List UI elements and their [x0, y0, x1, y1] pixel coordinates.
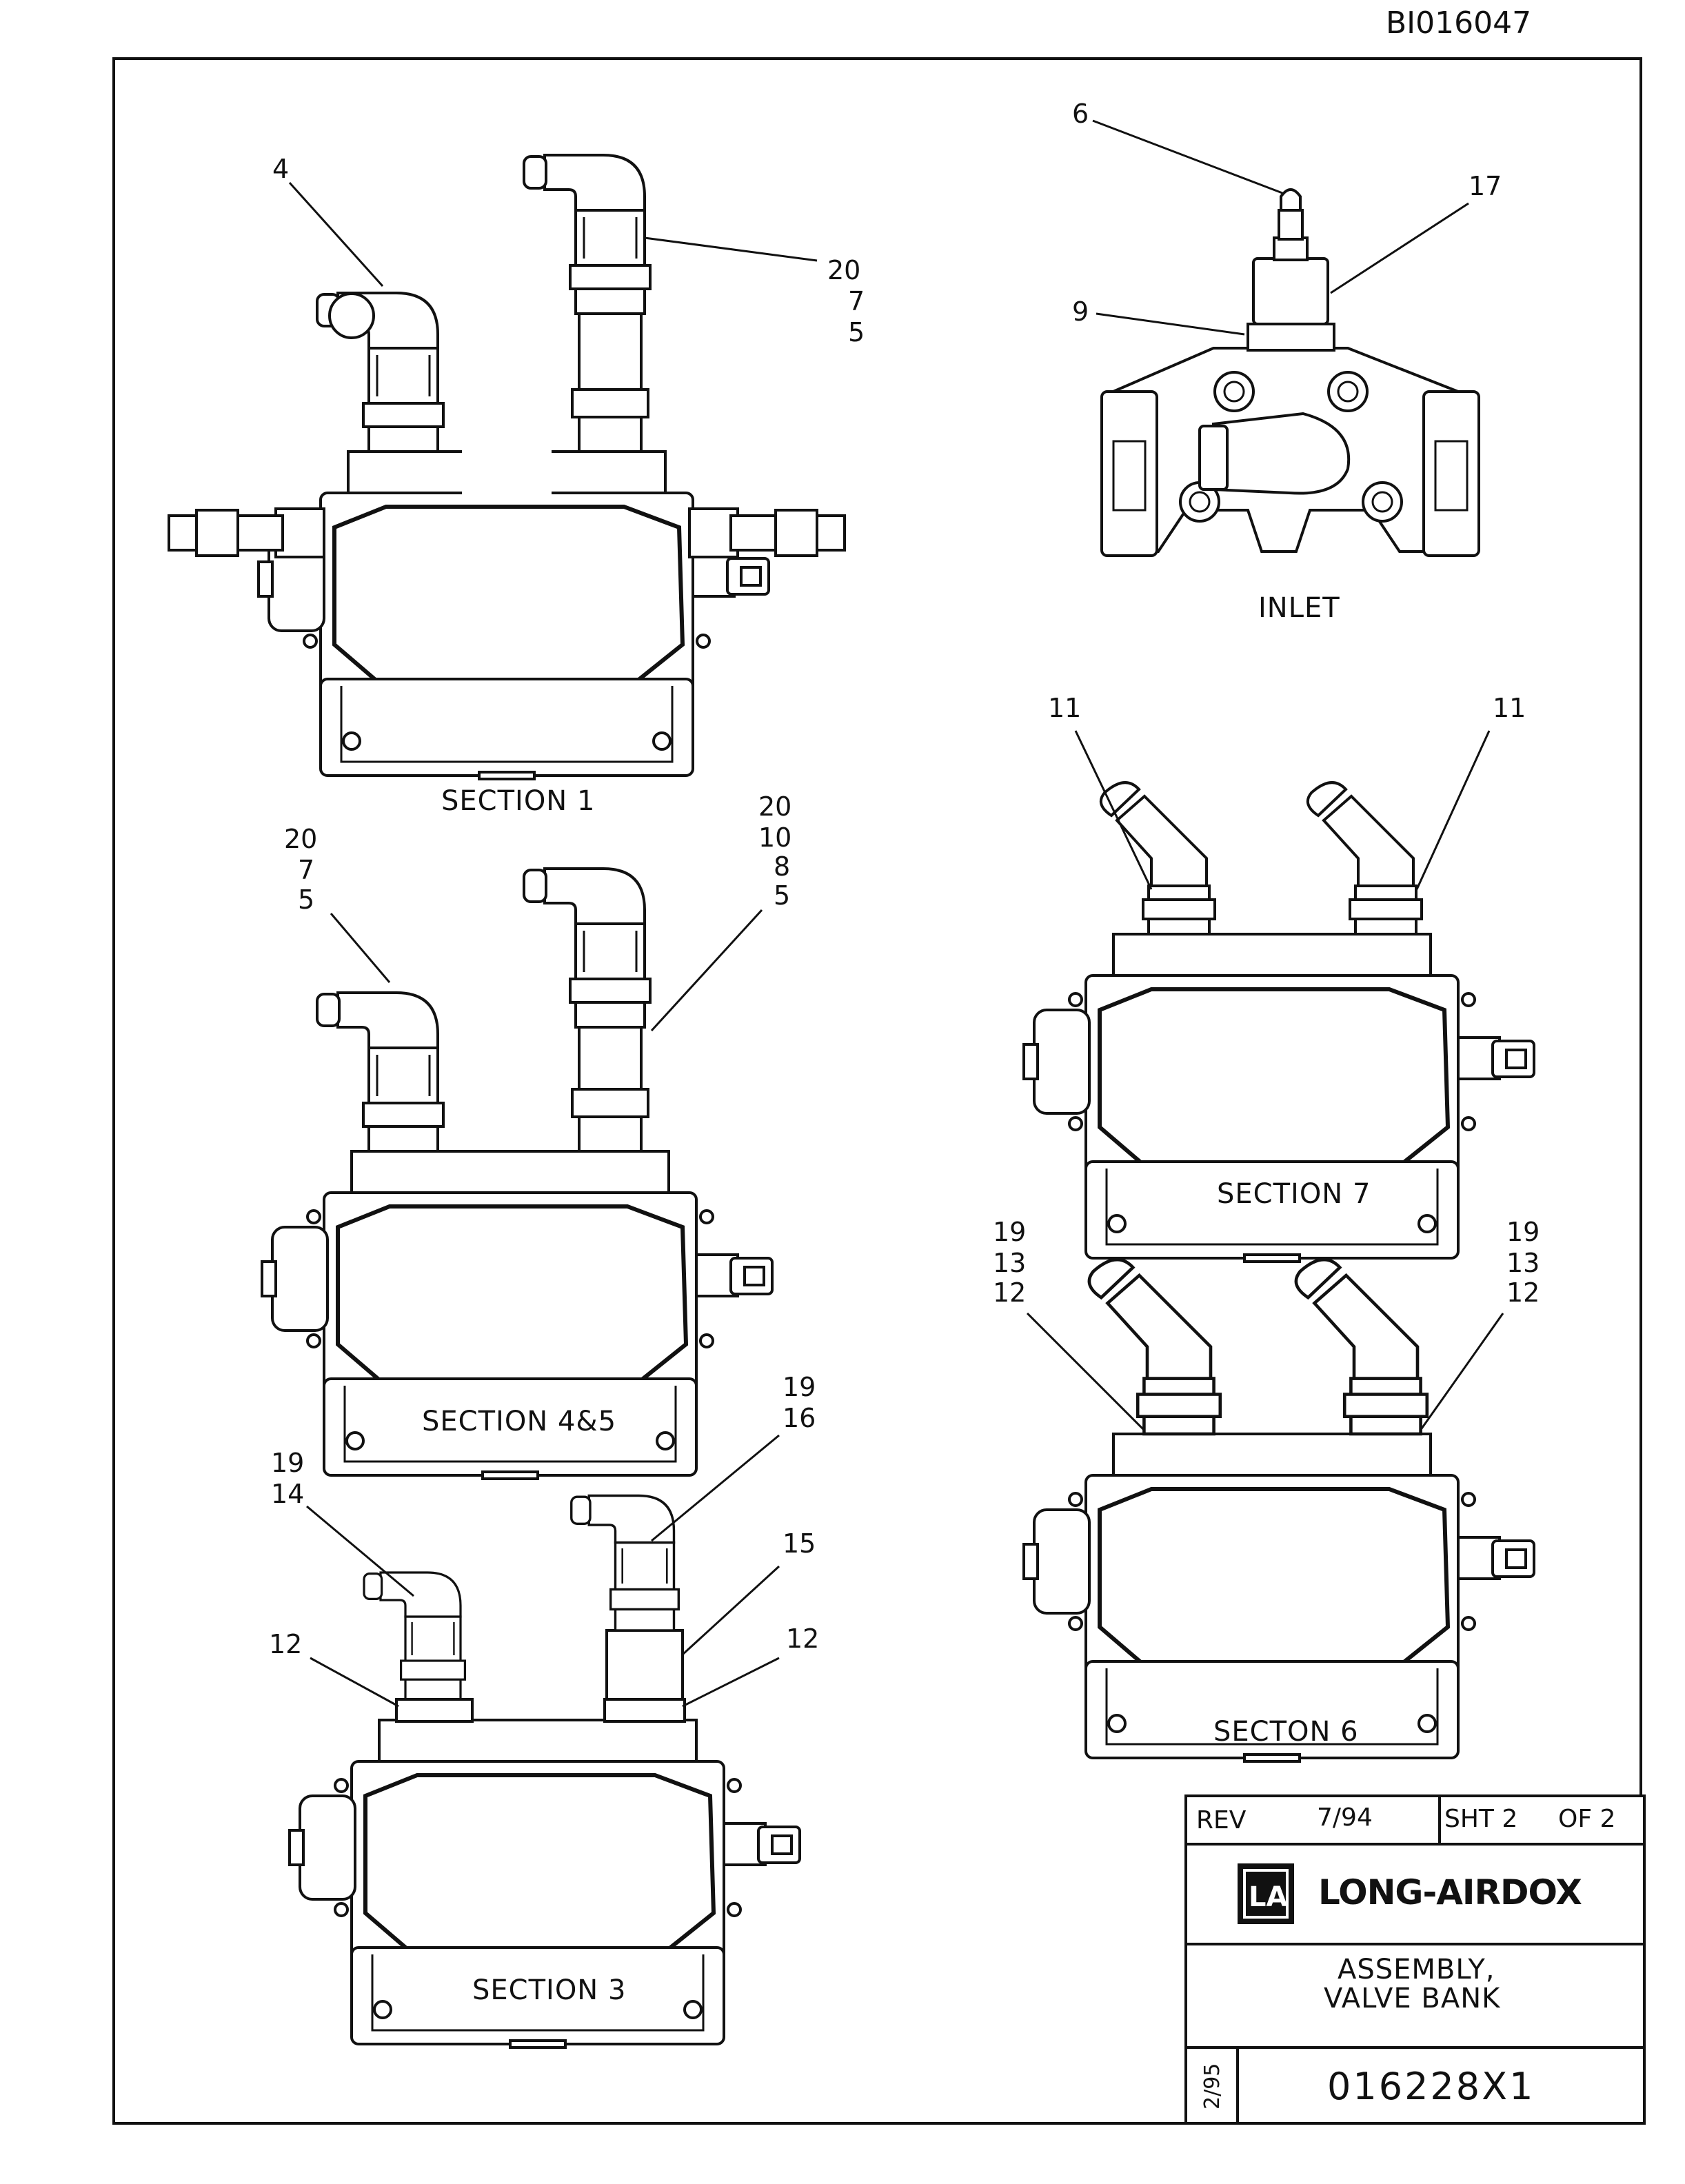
callout-section-6-b3: 12	[1506, 1277, 1540, 1308]
title-block: REV 7/94 SHT 2 OF 2 LA LONG-AIRDOX ASSEM…	[1184, 1794, 1646, 2125]
callout-section-1-a: 4	[272, 154, 289, 184]
drawing-number: 016228X1	[1327, 2065, 1535, 2108]
section-1-left-port-fitting	[168, 507, 325, 558]
section-6-fitting-left	[1089, 1260, 1220, 1434]
inlet-adapter	[1247, 323, 1335, 352]
section-7-fitting-right	[1306, 781, 1423, 936]
callout-section-45-a3: 5	[298, 884, 314, 915]
section-1-top-notch	[462, 441, 552, 496]
section-1-caption: SECTION 1	[441, 785, 595, 817]
inlet-caption: INLET	[1258, 592, 1340, 624]
drawing-title-line-1: ASSEMBLY,	[1338, 1954, 1495, 1985]
rev-date: 7/94	[1317, 1803, 1373, 1832]
section-45-elbow-right	[523, 867, 652, 1153]
section-1-view: 4 20 7 5 SECTION 1	[168, 154, 865, 817]
section-7-fitting-left	[1099, 781, 1216, 936]
section-1-valve-body	[259, 452, 769, 779]
inlet-elbow	[1212, 412, 1351, 495]
section-7-view: 11 11 SECTION 7	[1024, 693, 1534, 1262]
document-id: BI016047	[1386, 6, 1531, 41]
company-logo: LA	[1238, 1863, 1294, 1924]
svg-text:LA: LA	[1249, 1881, 1287, 1913]
inlet-tip	[1280, 188, 1302, 212]
section-6-caption: SECTON 6	[1213, 1716, 1359, 1748]
callout-section-45-a2: 7	[298, 855, 314, 885]
callout-section-1-b3: 5	[848, 317, 865, 347]
callout-section-6-b1: 19	[1506, 1217, 1540, 1247]
section-6-valve-body	[1024, 1434, 1534, 1761]
section-1-port-cap	[328, 292, 375, 339]
rev-label: REV	[1196, 1806, 1247, 1834]
callout-section-45-b1: 20	[758, 791, 791, 822]
inlet-nut	[1252, 257, 1329, 325]
section-1-elbow-right	[523, 154, 652, 453]
section-3-caption: SECTION 3	[472, 1974, 626, 2006]
section-7-caption: SECTION 7	[1217, 1178, 1371, 1210]
callout-inlet-c: 9	[1072, 296, 1089, 327]
section-3-fitting-right	[570, 1494, 686, 1723]
inlet-right-ear	[1422, 390, 1480, 557]
callout-section-3-b1: 19	[783, 1372, 816, 1402]
section-45-elbow-left	[316, 991, 445, 1153]
callout-section-7-b: 11	[1493, 693, 1526, 723]
of-label: OF 2	[1558, 1805, 1615, 1833]
callout-section-3-a2: 14	[271, 1479, 304, 1509]
callout-section-45-b4: 5	[774, 880, 790, 911]
callout-section-3-d: 12	[269, 1629, 302, 1659]
drawing-title-line-2: VALVE BANK	[1324, 1983, 1501, 2014]
section-3-elbow-left	[363, 1571, 467, 1701]
callout-section-3-b2: 16	[783, 1403, 816, 1433]
callout-section-3-a1: 19	[271, 1448, 304, 1478]
callout-inlet-a: 6	[1072, 99, 1089, 129]
drawing-border	[112, 57, 1642, 2125]
section-6-view: 19 13 12 19 13 12 SECTON 6	[993, 1217, 1540, 1761]
section-3-view: 19 14 19 16 15 12 12 SECTION 3	[269, 1372, 819, 2048]
section-7-valve-body	[1024, 934, 1534, 1262]
callout-section-6-b2: 13	[1506, 1248, 1540, 1278]
section-45-caption: SECTION 4&5	[422, 1406, 616, 1437]
inlet-view: 6 17 9 INLET	[1072, 99, 1502, 624]
side-date: 2/95	[1200, 2063, 1224, 2110]
callout-section-45-a1: 20	[284, 824, 317, 854]
callout-section-6-a3: 12	[993, 1277, 1026, 1308]
section-6-fitting-right	[1296, 1260, 1427, 1434]
sheet-label: SHT 2	[1444, 1805, 1517, 1833]
callout-section-6-a2: 13	[993, 1248, 1026, 1278]
section-1-right-port-fitting	[688, 507, 846, 558]
callout-section-1-b1: 20	[827, 255, 860, 285]
callout-inlet-b: 17	[1469, 171, 1502, 201]
callout-section-1-b2: 7	[848, 286, 865, 316]
section-45-view: 20 7 5 20 10 8 5 SECTION 4&5	[262, 791, 791, 1479]
callout-section-3-c: 15	[783, 1528, 816, 1559]
callout-section-6-a1: 19	[993, 1217, 1026, 1247]
callout-section-45-b2: 10	[758, 822, 791, 853]
company-name: LONG-AIRDOX	[1318, 1872, 1582, 1912]
callout-section-45-b3: 8	[774, 851, 790, 882]
callout-section-7-a: 11	[1048, 693, 1081, 723]
callout-section-3-e: 12	[786, 1624, 819, 1654]
inlet-left-ear	[1100, 390, 1158, 557]
